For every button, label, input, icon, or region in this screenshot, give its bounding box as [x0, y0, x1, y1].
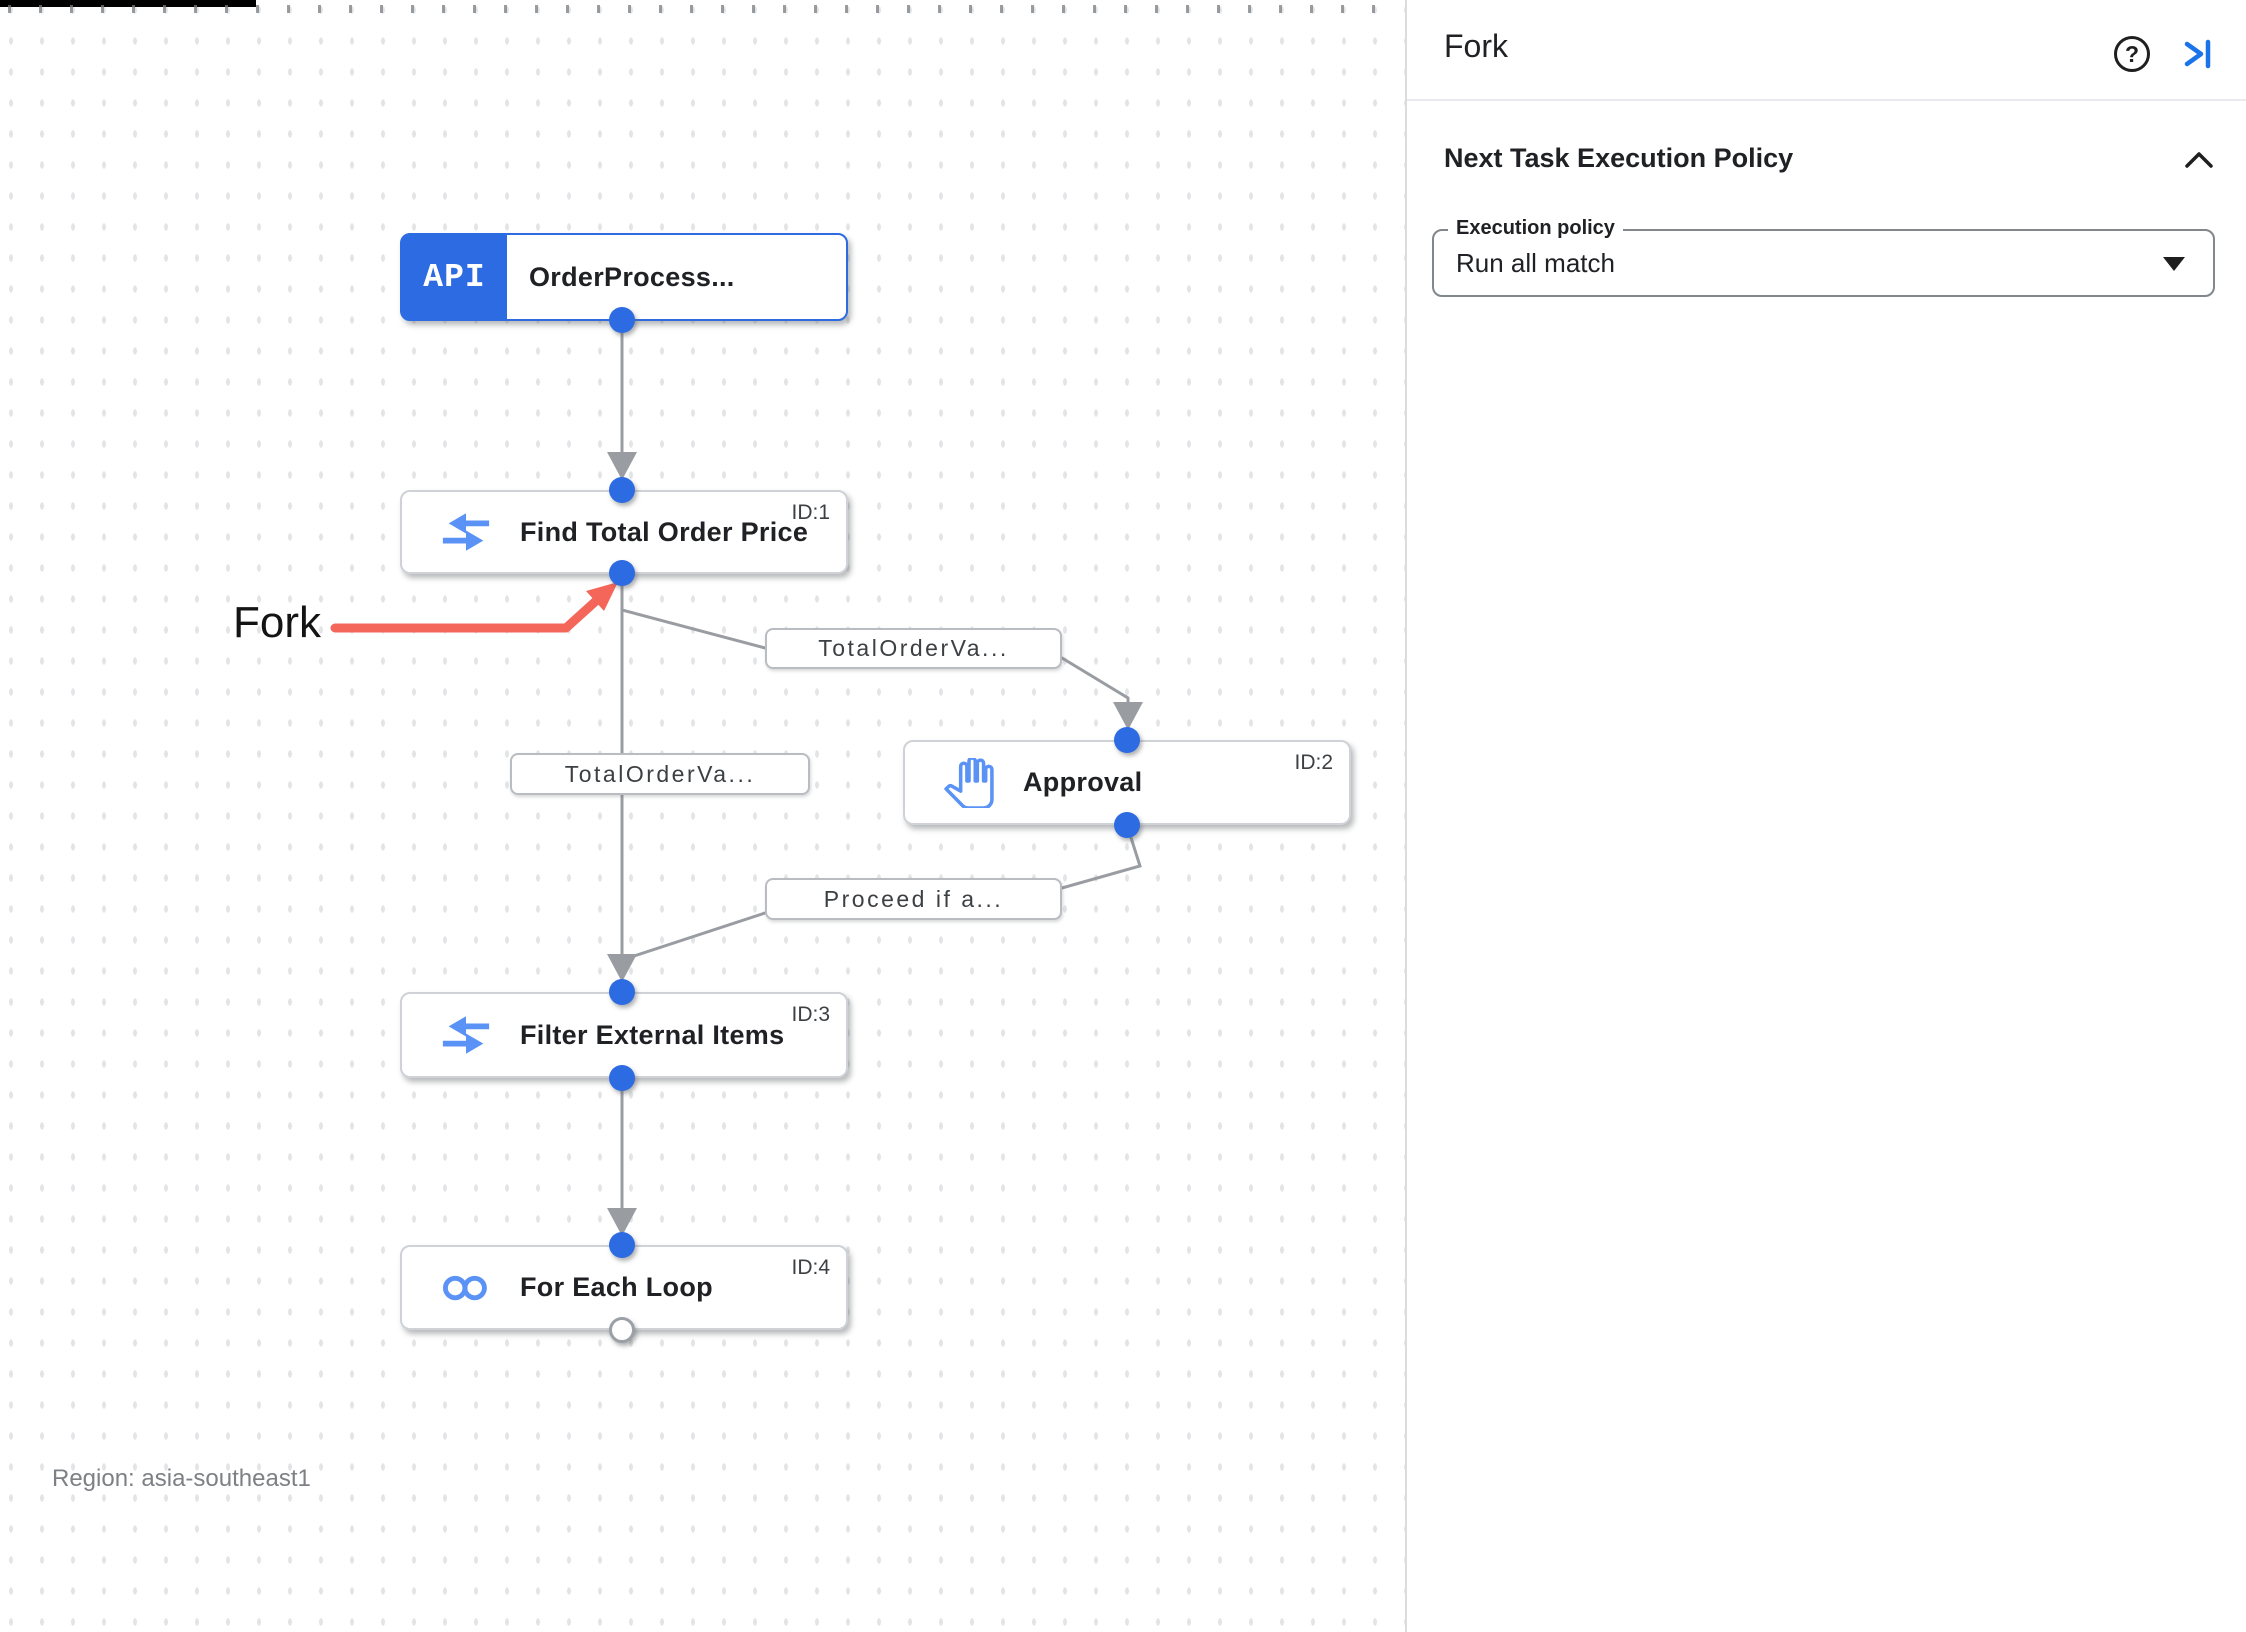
node-id-badge: ID:2	[1294, 751, 1333, 774]
collapse-panel-icon[interactable]	[2180, 37, 2216, 71]
execution-policy-select[interactable]: Execution policy Run all match	[1432, 217, 2215, 297]
node-order-process-trigger[interactable]: API OrderProcess...	[400, 233, 848, 321]
node-title: Find Total Order Price	[520, 516, 809, 547]
connector-dot[interactable]	[1114, 812, 1140, 838]
connector-dot-open[interactable]	[609, 1317, 635, 1343]
panel-title: Fork	[1444, 28, 1508, 64]
chevron-up-icon[interactable]	[2183, 150, 2215, 170]
data-mapping-icon	[440, 1009, 492, 1061]
panel-header-divider	[1407, 99, 2246, 101]
connector-dot[interactable]	[609, 979, 635, 1005]
node-title: Approval	[1023, 767, 1143, 797]
field-label: Execution policy	[1448, 217, 1623, 240]
edge-label-total-order-value-left[interactable]: TotalOrderVa...	[510, 753, 810, 795]
node-id-badge: ID:1	[791, 501, 830, 524]
connector-dot[interactable]	[609, 1065, 635, 1091]
connector-dot[interactable]	[1114, 727, 1140, 753]
field-value: Run all match	[1456, 248, 1615, 278]
help-icon[interactable]: ?	[2114, 36, 2150, 72]
api-trigger-icon: API	[402, 235, 507, 319]
task-config-panel: Fork ? Next Task Execution Policy Execut…	[1407, 0, 2246, 1632]
node-id-badge: ID:3	[791, 1003, 830, 1026]
edge-label-proceed-if-approved[interactable]: Proceed if a...	[765, 878, 1062, 920]
connector-dot[interactable]	[609, 477, 635, 503]
for-each-loop-icon	[440, 1262, 492, 1314]
node-filter-external-items[interactable]: Filter External Items ID:3	[400, 992, 848, 1078]
node-title: Filter External Items	[520, 1019, 785, 1050]
data-mapping-icon	[440, 506, 492, 558]
connector-dot[interactable]	[609, 1232, 635, 1258]
edge-label-total-order-value-right[interactable]: TotalOrderVa...	[765, 628, 1062, 669]
region-label: Region: asia-southeast1	[52, 1465, 311, 1492]
fork-annotation-arrow	[330, 582, 618, 633]
node-title: For Each Loop	[520, 1272, 713, 1302]
connector-dot-fork-point[interactable]	[609, 560, 635, 586]
panel-divider-vertical	[1405, 0, 1407, 1632]
top-edge-bar	[0, 0, 256, 7]
connector-dot[interactable]	[609, 307, 635, 333]
dropdown-caret-icon	[2163, 257, 2185, 271]
node-title: OrderProcess...	[529, 261, 735, 292]
workflow-canvas[interactable]: API OrderProcess... Find Total Order Pri…	[0, 0, 1405, 1632]
top-edge-dashes	[8, 5, 1398, 13]
node-id-badge: ID:4	[791, 1256, 830, 1279]
approval-hand-icon	[943, 757, 995, 809]
fork-callout-label: Fork	[233, 598, 321, 647]
section-heading[interactable]: Next Task Execution Policy	[1444, 143, 1794, 173]
